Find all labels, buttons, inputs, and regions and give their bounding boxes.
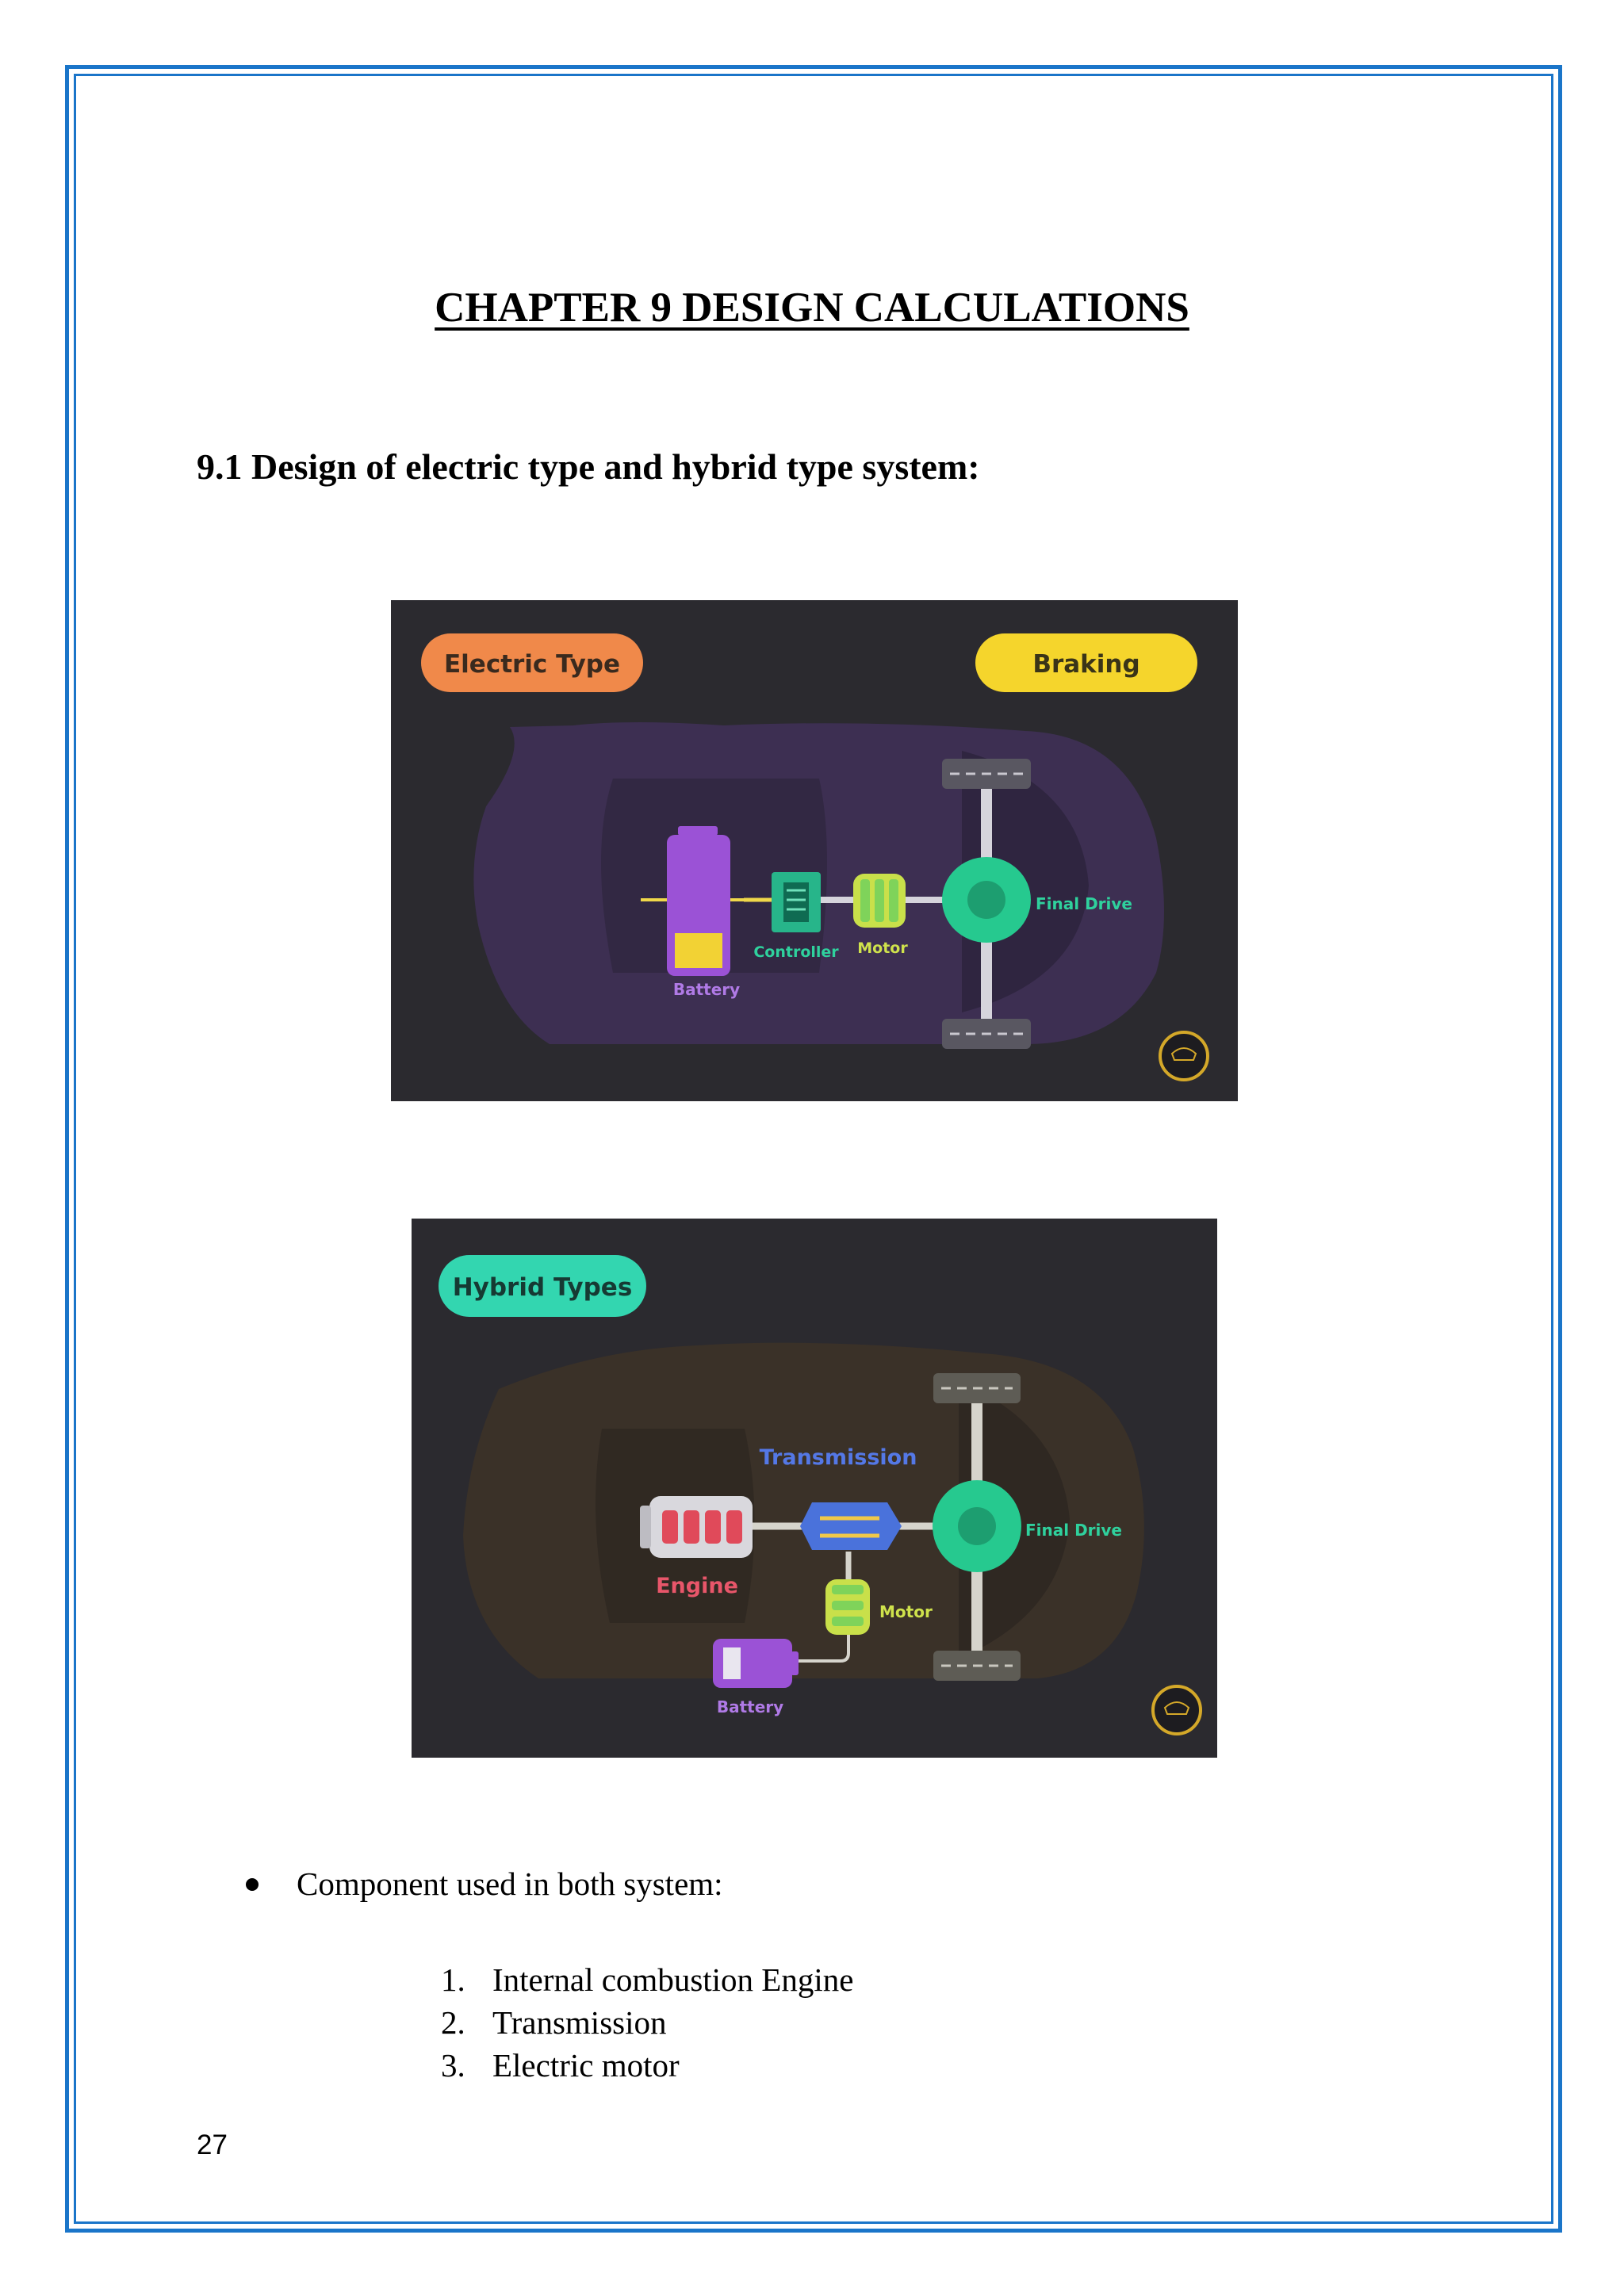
list-item-text: Electric motor (492, 2047, 680, 2084)
list-item: 1. Internal combustion Engine (441, 1958, 853, 2001)
bullet-icon (246, 1877, 259, 1891)
components-list: 1. Internal combustion Engine 2. Transmiss… (441, 1958, 853, 2087)
controller-label: Controller (753, 943, 839, 961)
channel-logo-icon (1151, 1685, 1202, 1735)
engine-label: Engine (656, 1574, 738, 1598)
final-drive-label: Final Drive (1025, 1521, 1122, 1540)
list-item: 3. Electric motor (441, 2044, 853, 2087)
chapter-title: CHAPTER 9 DESIGN CALCULATIONS (435, 285, 1189, 331)
list-item-number: 3. (441, 2047, 465, 2084)
list-item-number: 1. (441, 1961, 465, 1998)
page-border-inner (74, 74, 1553, 2224)
final-drive-label: Final Drive (1036, 894, 1132, 913)
motor-label: Motor (879, 1602, 933, 1621)
transmission-icon (800, 1502, 902, 1550)
electric-type-figure: Electric Type Braking Battery Controller… (391, 600, 1238, 1101)
components-bullet: Component used in both system: (246, 1865, 723, 1903)
components-intro: Component used in both system: (297, 1866, 723, 1902)
braking-badge: Braking (1032, 650, 1139, 679)
list-item-text: Transmission (492, 2004, 667, 2041)
list-item-number: 2. (441, 2004, 465, 2041)
section-heading: 9.1 Design of electric type and hybrid t… (197, 446, 980, 487)
list-item-text: Internal combustion Engine (492, 1961, 854, 1998)
list-item: 2. Transmission (441, 2001, 853, 2044)
battery-label: Battery (673, 980, 740, 999)
hybrid-types-badge: Hybrid Types (453, 1273, 633, 1302)
hybrid-types-badge-shape (439, 1255, 646, 1317)
braking-badge-shape (975, 633, 1197, 692)
transmission-label: Transmission (760, 1445, 917, 1470)
motor-label: Motor (857, 939, 908, 957)
battery-label: Battery (717, 1697, 783, 1716)
channel-logo-icon (1159, 1031, 1209, 1081)
hybrid-types-figure: Hybrid Types Engine Transmission Motor B… (412, 1219, 1217, 1758)
page-number: 27 (197, 2130, 228, 2160)
electric-type-badge: Electric Type (444, 650, 620, 679)
electric-type-badge-shape (421, 633, 643, 692)
page-border-outer (65, 65, 1562, 2233)
